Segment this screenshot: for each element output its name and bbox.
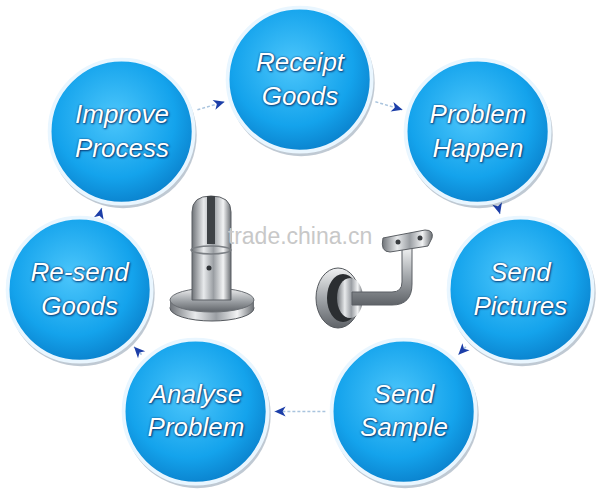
circle-text-group: Analyse Problem [134,378,258,446]
circle-label: Send Sample [342,378,466,446]
circle-label: Re-send Goods [18,256,142,324]
flow-arrow [458,343,469,354]
process-circle: Re-send Goods [3,213,156,366]
circle-fill [124,339,268,483]
circle-label: Problem Happen [416,98,540,166]
circle-fill [406,60,550,204]
circle-label: Send Pictures [458,256,582,324]
circle-label: Receipt Goods [238,46,362,114]
circle-text-group: Re-send Goods [18,256,142,324]
process-circle: Analyse Problem [119,335,272,488]
process-circle: Problem Happen [401,55,554,208]
watermark: trade.china.cn [228,223,372,250]
spigot-ring [191,246,231,254]
flow-arrow [375,102,402,112]
arrow-head [458,343,469,354]
circle-text-group: Send Sample [342,378,466,446]
flow-arrow [197,100,224,110]
spigot-slot [207,196,215,244]
circle-outline [223,3,376,156]
process-circle: Send Pictures [444,213,597,366]
arrow-head [134,347,145,358]
circle-outline [119,335,272,488]
circle-label: Analyse Problem [134,378,258,446]
circle-outline [444,213,597,366]
spigot-screw [207,266,212,271]
process-circle: Receipt Goods [223,3,376,156]
circle-outline [45,55,198,208]
circle-fill [448,218,592,362]
circle-text-group: Problem Happen [416,98,540,166]
circle-fill [8,218,152,362]
circle-text-group: Improve Process [60,98,184,166]
arrow-head [391,102,403,112]
circle-label: Improve Process [60,98,184,166]
circle-fill [332,339,476,483]
circle-outline [327,335,480,488]
circle-fill [228,8,372,152]
circle-text-group: Send Pictures [458,256,582,324]
bracket-plate [382,230,432,252]
process-circle: Send Sample [327,335,480,488]
glass-spigot [170,196,254,321]
circle-outline [3,213,156,366]
flow-arrow [134,347,145,358]
arrow-head [213,100,225,110]
flow-arrow [275,406,326,416]
process-circle: Improve Process [45,55,198,208]
circle-outline [401,55,554,208]
bracket-hole [418,236,423,241]
circle-text-group: Receipt Goods [238,46,362,114]
bracket-hole [396,240,401,245]
arrow-head [275,406,286,416]
bracket-arm [352,248,412,305]
spigot-body [192,196,231,300]
circle-fill [50,60,194,204]
